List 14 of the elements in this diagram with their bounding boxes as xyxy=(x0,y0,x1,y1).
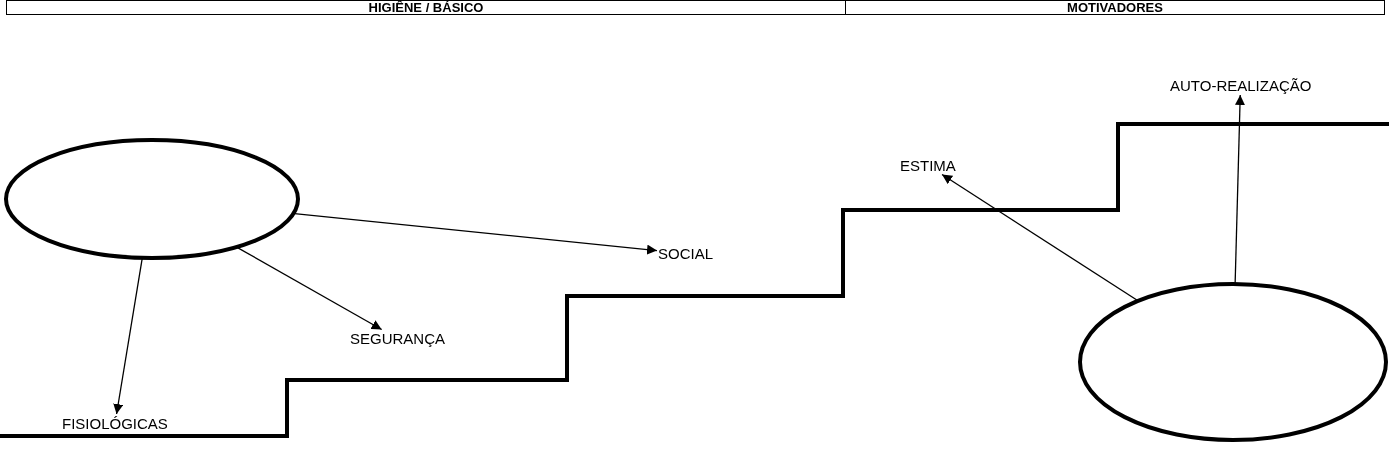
level-label: SOCIAL xyxy=(658,245,714,262)
ellipse-shape xyxy=(1078,282,1388,442)
arrow xyxy=(113,258,143,415)
ellipse-shape xyxy=(4,138,300,260)
level-label: SEGURANÇA xyxy=(350,330,446,347)
arrow xyxy=(941,173,1138,301)
arrow xyxy=(293,212,658,255)
column-header: MOTIVADORES xyxy=(845,0,1385,15)
level-label: ESTIMA xyxy=(900,157,956,174)
arrow xyxy=(1234,94,1245,284)
level-label: AUTO-REALIZAÇÃO xyxy=(1170,77,1312,94)
level-label: FISIOLÓGICAS xyxy=(62,415,168,432)
column-header: HIGIÊNE / BÁSICO xyxy=(6,0,846,15)
arrow xyxy=(236,246,383,331)
